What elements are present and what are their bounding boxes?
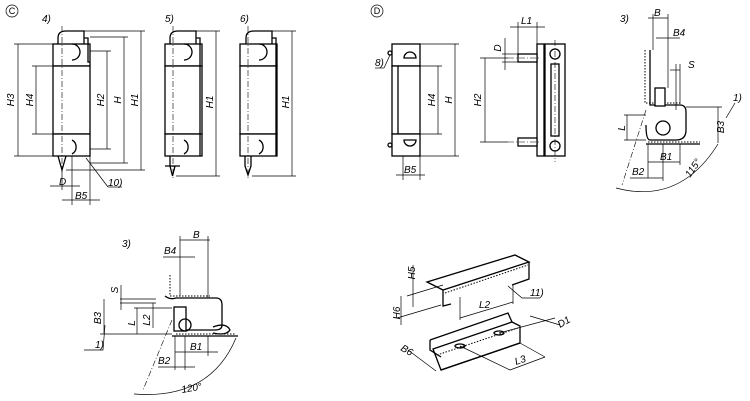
detail-120: 3) B B4 S B3 L L2 1) B1 B2 120° (84, 230, 238, 396)
note-1: 1) (733, 93, 742, 104)
dim-H1: H1 (130, 94, 141, 107)
dim-B1: B1 (660, 152, 672, 163)
dim-D: D (493, 44, 504, 51)
dim-H1: H1 (281, 96, 292, 109)
dim-B2: B2 (632, 167, 645, 178)
dim-H4: H4 (427, 93, 438, 106)
section-d: D 8) H4 H B5 (370, 4, 742, 192)
dim-H2: H2 (96, 93, 107, 106)
dim-B3: B3 (93, 311, 104, 324)
dim-H4: H4 (25, 93, 36, 106)
section-c-marker: C (9, 6, 16, 16)
dim-S: S (110, 286, 121, 293)
variant-label: 6) (240, 14, 249, 25)
dim-D: D (59, 177, 66, 188)
dim-H: H (444, 96, 455, 104)
dim-B6: B6 (399, 343, 415, 359)
dim-D1: D1 (556, 315, 573, 331)
note-3: 3) (620, 14, 629, 25)
section-c: C 4) H3 (5, 4, 296, 205)
variant-label: 5) (165, 14, 174, 25)
dim-L1: L1 (521, 16, 532, 27)
section-marker-circle (5, 4, 19, 18)
dim-B3: B3 (716, 120, 727, 133)
section-d-marker: D (374, 6, 381, 16)
note-3: 3) (122, 239, 131, 250)
hinge-front-view: 8) H4 H B5 (375, 43, 459, 180)
dim-B1: B1 (190, 342, 202, 353)
note-1: 1) (95, 340, 104, 351)
note-8: 8) (375, 58, 384, 69)
dim-S: S (688, 60, 695, 71)
hinge-variant-5: 5) H1 (164, 14, 220, 178)
dim-H1: H1 (205, 96, 216, 109)
dim-angle-120: 120° (181, 382, 203, 396)
variant-label: 4) (42, 14, 51, 25)
dim-B5: B5 (75, 191, 88, 202)
hinge-side-view: L1 D H2 (473, 16, 566, 162)
dim-H3: H3 (6, 93, 17, 106)
hinge-variant-4: 4) H3 H4 H2 (6, 14, 145, 205)
dim-L: L (617, 125, 628, 131)
dim-B2: B2 (158, 356, 171, 367)
dim-B4: B4 (164, 246, 177, 257)
detail-115: 3) B B4 S B3 1) L B1 B2 115 (615, 8, 742, 192)
dim-angle-115: 115° (683, 157, 703, 180)
dim-H: H (113, 96, 124, 104)
dim-H6: H6 (392, 306, 403, 319)
dim-H5: H5 (407, 266, 418, 279)
dim-L2: L2 (479, 300, 491, 311)
note-11: 11) (530, 288, 544, 299)
dim-B4: B4 (673, 28, 686, 39)
hinge-variant-6: 6) H1 (239, 14, 296, 178)
dim-B: B (654, 8, 661, 19)
dim-B: B (193, 230, 200, 241)
dim-B5: B5 (404, 165, 417, 176)
note-10: 10) (108, 178, 122, 189)
dim-H2: H2 (473, 93, 484, 106)
dim-L2: L2 (142, 314, 153, 326)
profiles-isometric: H5 H6 L2 11) D1 B6 L3 (392, 254, 573, 372)
dim-L: L (127, 320, 138, 326)
dim-L3: L3 (514, 354, 528, 368)
